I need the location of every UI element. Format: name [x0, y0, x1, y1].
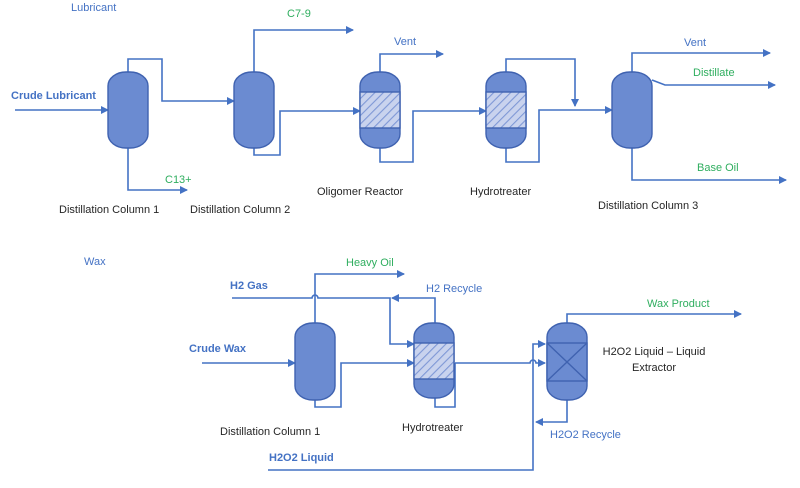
stream-label-c13: C13+ [165, 174, 192, 186]
stream-heavy-oil [314, 270, 405, 323]
stream-label-h2-recycle: H2 Recycle [426, 283, 483, 295]
stream-label-vent-1: Vent [394, 36, 417, 48]
vessel-distillation-column-2 [233, 71, 275, 149]
stream-label-heavy-oil: Heavy Oil [346, 257, 394, 269]
stream-c79 [253, 26, 354, 72]
stream-h2-recycle [391, 294, 436, 323]
stream-c13 [127, 148, 188, 194]
stream-hydrotreater-overhead [505, 58, 579, 107]
stream-h2o2-liquid [268, 340, 546, 471]
stream-col1-overhead [127, 58, 235, 105]
unit-label-extractor-line2: Extractor [631, 362, 676, 374]
stream-wax-col-bottoms [314, 359, 415, 408]
unit-label-extractor: H2O2 Liquid – Liquid Extractor [594, 346, 714, 375]
stream-vent1 [379, 50, 444, 72]
unit-label-distillation-column-2: Distillation Column 2 [190, 204, 291, 216]
vessel-wax-hydrotreater [413, 322, 455, 399]
stream-wax-product [566, 310, 742, 323]
stream-label-distillate: Distillate [693, 67, 735, 79]
feed-label-h2-gas: H2 Gas [230, 280, 268, 292]
stream-reactor-bottoms [379, 107, 487, 163]
stream-base-oil [631, 148, 787, 184]
unit-label-wax-hydrotreater: Hydrotreater [402, 422, 464, 434]
feed-label-crude-lubricant: Crude Lubricant [11, 90, 96, 102]
section-title-lubricant: Lubricant [71, 2, 117, 14]
feed-label-h2o2-liquid: H2O2 Liquid [269, 452, 334, 464]
stream-label-base-oil: Base Oil [697, 162, 739, 174]
stream-h2-gas [232, 294, 415, 348]
unit-label-extractor-line1: H2O2 Liquid – Liquid [602, 346, 706, 358]
unit-label-distillation-column-1: Distillation Column 1 [59, 204, 160, 216]
vessel-oligomer-reactor [359, 71, 401, 149]
feed-label-crude-wax: Crude Wax [189, 343, 247, 355]
stream-hydrotreater-to-extractor [455, 359, 546, 367]
stream-label-wax-product: Wax Product [647, 298, 710, 310]
stream-vent2 [631, 49, 771, 72]
vessel-distillation-column-3 [611, 71, 653, 149]
vessel-liquid-liquid-extractor [546, 322, 588, 401]
stream-label-vent-2: Vent [684, 37, 707, 49]
vessel-wax-distillation-column-1 [294, 322, 336, 401]
stream-label-h2o2-recycle: H2O2 Recycle [550, 429, 621, 441]
stream-hydrotreater-bottoms [505, 106, 613, 163]
stream-wax-hydro-bottoms [434, 363, 456, 408]
stream-distillate [651, 79, 776, 89]
unit-label-wax-distillation-column-1: Distillation Column 1 [220, 426, 321, 438]
unit-label-oligomer-reactor: Oligomer Reactor [317, 186, 404, 198]
section-title-wax: Wax [84, 256, 106, 268]
unit-label-hydrotreater: Hydrotreater [470, 186, 532, 198]
unit-label-distillation-column-3: Distillation Column 3 [598, 200, 699, 212]
stream-h2o2-recycle [535, 400, 568, 426]
stream-col2-bottoms [253, 107, 361, 156]
vessel-distillation-column-1 [107, 71, 149, 149]
stream-label-c79: C7-9 [287, 8, 311, 20]
vessel-hydrotreater [485, 71, 527, 149]
